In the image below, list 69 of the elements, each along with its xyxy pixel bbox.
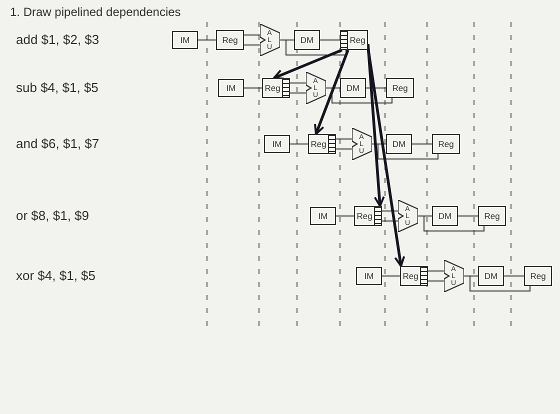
connector-line (336, 148, 352, 150)
stage-label: DM (300, 35, 314, 45)
memory-box (294, 30, 320, 50)
connector-line (280, 40, 346, 56)
stage-label: IM (272, 139, 282, 149)
stage-label: Reg (310, 139, 326, 149)
memory-box (172, 31, 198, 49)
register-box (308, 134, 336, 154)
stage-label: DM (484, 271, 498, 281)
instruction-label: and $6, $1, $7 (16, 136, 100, 151)
connector-line (290, 82, 306, 84)
stage-label: Reg (350, 35, 366, 45)
stage-label: Reg (356, 211, 372, 221)
connector-line (428, 280, 444, 282)
memory-box (218, 79, 244, 97)
connector-line (244, 44, 260, 46)
stage-label: Reg (438, 139, 454, 149)
memory-box (340, 78, 366, 98)
alu-symbol (444, 260, 464, 292)
arrow (273, 48, 343, 80)
stage-label: IM (364, 271, 374, 281)
memory-box (478, 266, 504, 286)
memory-box (310, 207, 336, 225)
connector-line (290, 92, 306, 94)
diagram-title: 1. Draw pipelined dependencies (10, 5, 181, 19)
memory-box (356, 267, 382, 285)
connector-line (428, 270, 444, 272)
alu-symbol (398, 200, 418, 232)
register-box (386, 78, 414, 98)
alu-symbol (306, 72, 326, 104)
register-box (432, 134, 460, 154)
register-box (340, 30, 368, 50)
connector-line (464, 276, 530, 292)
arrow (314, 50, 350, 135)
stage-label: Reg (402, 271, 418, 281)
stage-label: Reg (222, 35, 238, 45)
register-box (400, 266, 428, 286)
instruction-label: sub $4, $1, $5 (16, 80, 98, 95)
stage-label: DM (438, 211, 452, 221)
connector-line (382, 220, 398, 222)
instruction-label: xor $4, $1, $5 (16, 268, 96, 283)
stage-label: IM (226, 83, 236, 93)
connector-line (336, 138, 352, 140)
register-box (478, 206, 506, 226)
stage-label: IM (180, 35, 190, 45)
connector-line (382, 210, 398, 212)
alu-symbol (260, 24, 280, 56)
instruction-label: add $1, $2, $3 (16, 32, 100, 47)
memory-box (432, 206, 458, 226)
stage-label: IM (318, 211, 328, 221)
memory-box (386, 134, 412, 154)
register-box (354, 206, 382, 226)
stage-label: Reg (484, 211, 500, 221)
stage-label: Reg (392, 83, 408, 93)
stage-label: DM (392, 139, 406, 149)
stage-label: DM (346, 83, 360, 93)
instruction-label: or $8, $1, $9 (16, 208, 89, 223)
connector-line (244, 34, 260, 36)
arrow (366, 48, 406, 267)
register-box (262, 78, 290, 98)
register-box (216, 30, 244, 50)
arrow (366, 44, 385, 207)
memory-box (264, 135, 290, 153)
alu-symbol (352, 128, 372, 160)
stage-label: Reg (530, 271, 546, 281)
connector-line (418, 216, 484, 232)
register-box (524, 266, 552, 286)
connector-line (326, 88, 392, 104)
stage-label: Reg (264, 83, 280, 93)
